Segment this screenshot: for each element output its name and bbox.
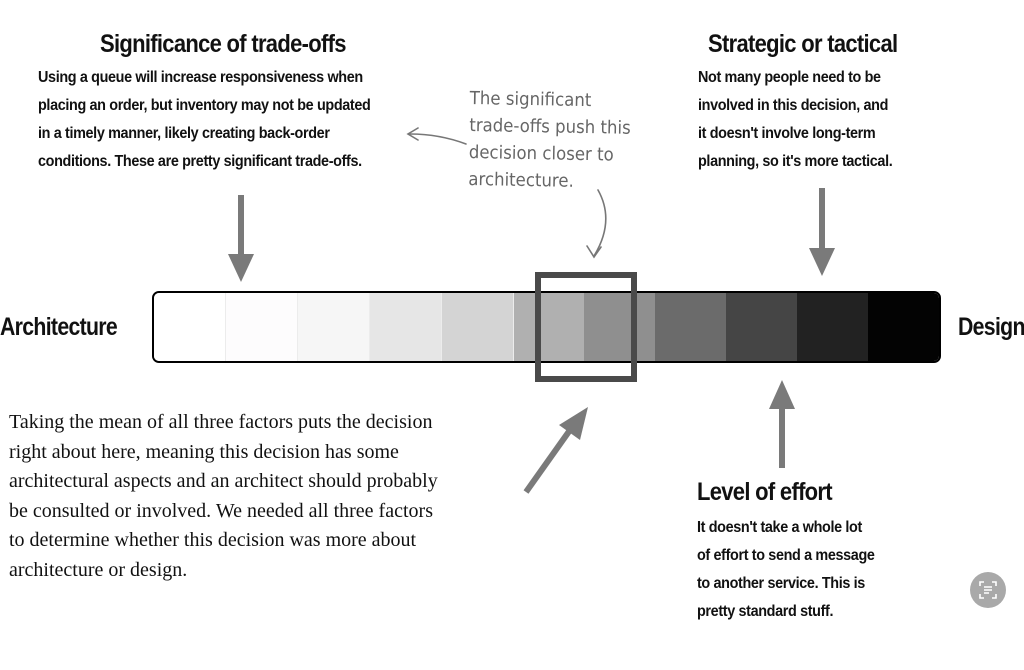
up-arrow-icon [769, 380, 795, 468]
text-line: placing an order, but inventory may not … [38, 97, 371, 114]
spectrum-segment [584, 293, 656, 361]
strategic-text: Not many people need to be involved in t… [698, 64, 893, 176]
text-line: conditions. These are pretty significant… [38, 153, 362, 170]
spectrum-segment [797, 293, 869, 361]
spectrum-segment [154, 293, 226, 361]
text-scan-button[interactable] [970, 572, 1006, 608]
architecture-design-spectrum [152, 291, 941, 363]
text-line: planning, so it's more tactical. [698, 153, 893, 170]
decision-position-highlight [535, 272, 637, 382]
text-line: It doesn't take a whole lot [697, 519, 862, 536]
text-line: architecture or design. [9, 558, 188, 581]
spectrum-segment [513, 293, 585, 361]
design-label: Design [958, 313, 1024, 341]
spectrum-segment [655, 293, 727, 361]
pointer-arrow-icon [406, 127, 467, 145]
diagonal-arrow-icon [523, 407, 588, 494]
text-line: architectural aspects and an architect s… [9, 470, 438, 492]
text-line: to another service. This is [697, 575, 865, 592]
text-line: right about here, meaning this decision … [9, 440, 399, 463]
spectrum-segment [868, 293, 939, 361]
strategic-title: Strategic or tactical [708, 30, 898, 58]
down-arrow-icon [228, 195, 254, 282]
conclusion-text: Taking the mean of all three factors put… [9, 408, 438, 585]
spectrum-segment [225, 293, 298, 361]
text-line: pretty standard stuff. [697, 603, 834, 620]
effort-text: It doesn't take a whole lot of effort to… [697, 514, 875, 626]
spectrum-segment [441, 293, 514, 361]
trade-offs-title: Significance of trade-offs [100, 30, 346, 58]
text-line: Using a queue will increase responsivene… [38, 69, 363, 86]
text-line: to determine whether this decision was m… [9, 529, 417, 551]
text-line: be consulted or involved. We needed all … [9, 499, 433, 522]
spectrum-segment [726, 293, 798, 361]
spectrum-segment [369, 293, 442, 361]
text-line: involved in this decision, and [698, 97, 889, 114]
text-line: in a timely manner, likely creating back… [38, 125, 330, 142]
text-line: Taking the mean of all three factors put… [9, 411, 433, 433]
spectrum-segment [297, 293, 370, 361]
text-scan-icon [979, 581, 997, 599]
text-line: it doesn't involve long-term [698, 125, 876, 142]
text-line: Not many people need to be [698, 69, 881, 86]
text-line: of effort to send a message [697, 547, 875, 564]
curved-arrow-icon [586, 189, 607, 259]
trade-offs-text: Using a queue will increase responsivene… [38, 64, 371, 176]
architecture-label: Architecture [0, 313, 118, 341]
effort-title: Level of effort [697, 478, 833, 506]
down-arrow-icon [809, 188, 835, 276]
